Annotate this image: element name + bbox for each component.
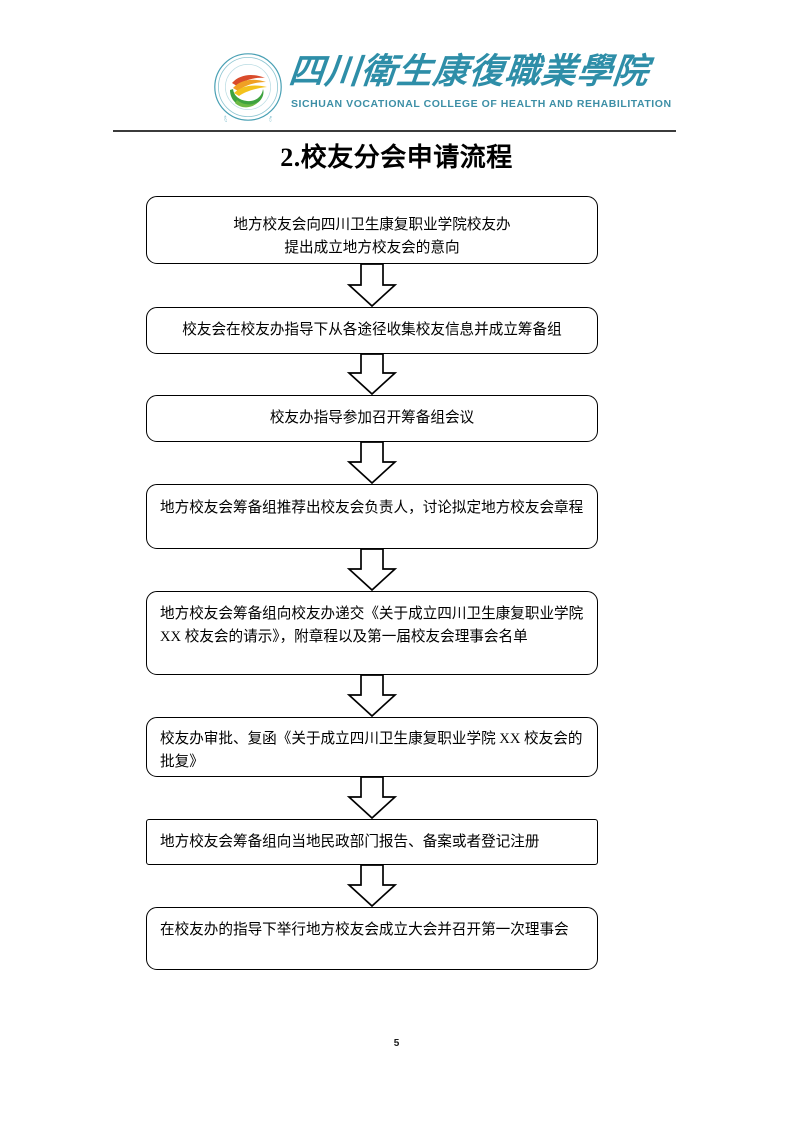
flow-step-7: 地方校友会筹备组向当地民政部门报告、备案或者登记注册	[146, 819, 598, 865]
flow-arrow-5	[146, 675, 598, 717]
flow-arrow-1	[146, 264, 598, 307]
college-logo: 四川衛生康復職業學院 SICHUAN VOCATIONAL COLLEGE OF…	[213, 31, 671, 140]
flow-step-2: 校友会在校友办指导下从各途径收集校友信息并成立筹备组	[146, 307, 598, 354]
page-number: 5	[393, 1038, 400, 1049]
college-name-cn: 四川衛生康復職業學院	[287, 52, 652, 91]
flow-arrow-6	[146, 777, 598, 819]
flow-step-1: 地方校友会向四川卫生康复职业学院校友办 提出成立地方校友会的意向	[146, 196, 598, 264]
flow-step-6-label: 校友办审批、复函《关于成立四川卫生康复职业学院 XX 校友会的批复》	[160, 731, 583, 770]
header-divider	[113, 130, 676, 132]
college-emblem-icon: 四川衛生康復職業學院 SICHUAN VOCATIONAL COLLEGE OF…	[213, 31, 283, 140]
flow-step-3: 校友办指导参加召开筹备组会议	[146, 395, 598, 442]
page-title: 2.校友分会申请流程	[280, 143, 513, 172]
flow-step-4: 地方校友会筹备组推荐出校友会负责人，讨论拟定地方校友会章程	[146, 484, 598, 549]
flow-step-5: 地方校友会筹备组向校友办递交《关于成立四川卫生康复职业学院 XX 校友会的请示》…	[146, 591, 598, 675]
flow-arrow-4	[146, 549, 598, 591]
flow-step-6: 校友办审批、复函《关于成立四川卫生康复职业学院 XX 校友会的批复》	[146, 717, 598, 777]
flow-step-4-label: 地方校友会筹备组推荐出校友会负责人，讨论拟定地方校友会章程	[160, 500, 584, 516]
letterhead: 四川衛生康復職業學院 SICHUAN VOCATIONAL COLLEGE OF…	[0, 31, 793, 140]
flow-step-5-label: 地方校友会筹备组向校友办递交《关于成立四川卫生康复职业学院 XX 校友会的请示》…	[160, 606, 584, 645]
flow-arrow-3	[146, 442, 598, 484]
flow-arrow-2	[146, 354, 598, 395]
flow-arrow-7	[146, 865, 598, 907]
flow-step-8-label: 在校友办的指导下举行地方校友会成立大会并召开第一次理事会	[160, 922, 569, 938]
flow-step-1-label: 地方校友会向四川卫生康复职业学院校友办 提出成立地方校友会的意向	[233, 217, 511, 256]
flow-step-7-label: 地方校友会筹备组向当地民政部门报告、备案或者登记注册	[160, 834, 540, 850]
flow-step-3-label: 校友办指导参加召开筹备组会议	[269, 410, 475, 426]
flow-step-8: 在校友办的指导下举行地方校友会成立大会并召开第一次理事会	[146, 907, 598, 970]
flowchart: 地方校友会向四川卫生康复职业学院校友办 提出成立地方校友会的意向校友会在校友办指…	[146, 196, 598, 970]
flow-step-2-label: 校友会在校友办指导下从各途径收集校友信息并成立筹备组	[182, 322, 562, 338]
college-name-en: SICHUAN VOCATIONAL COLLEGE OF HEALTH AND…	[291, 98, 672, 110]
